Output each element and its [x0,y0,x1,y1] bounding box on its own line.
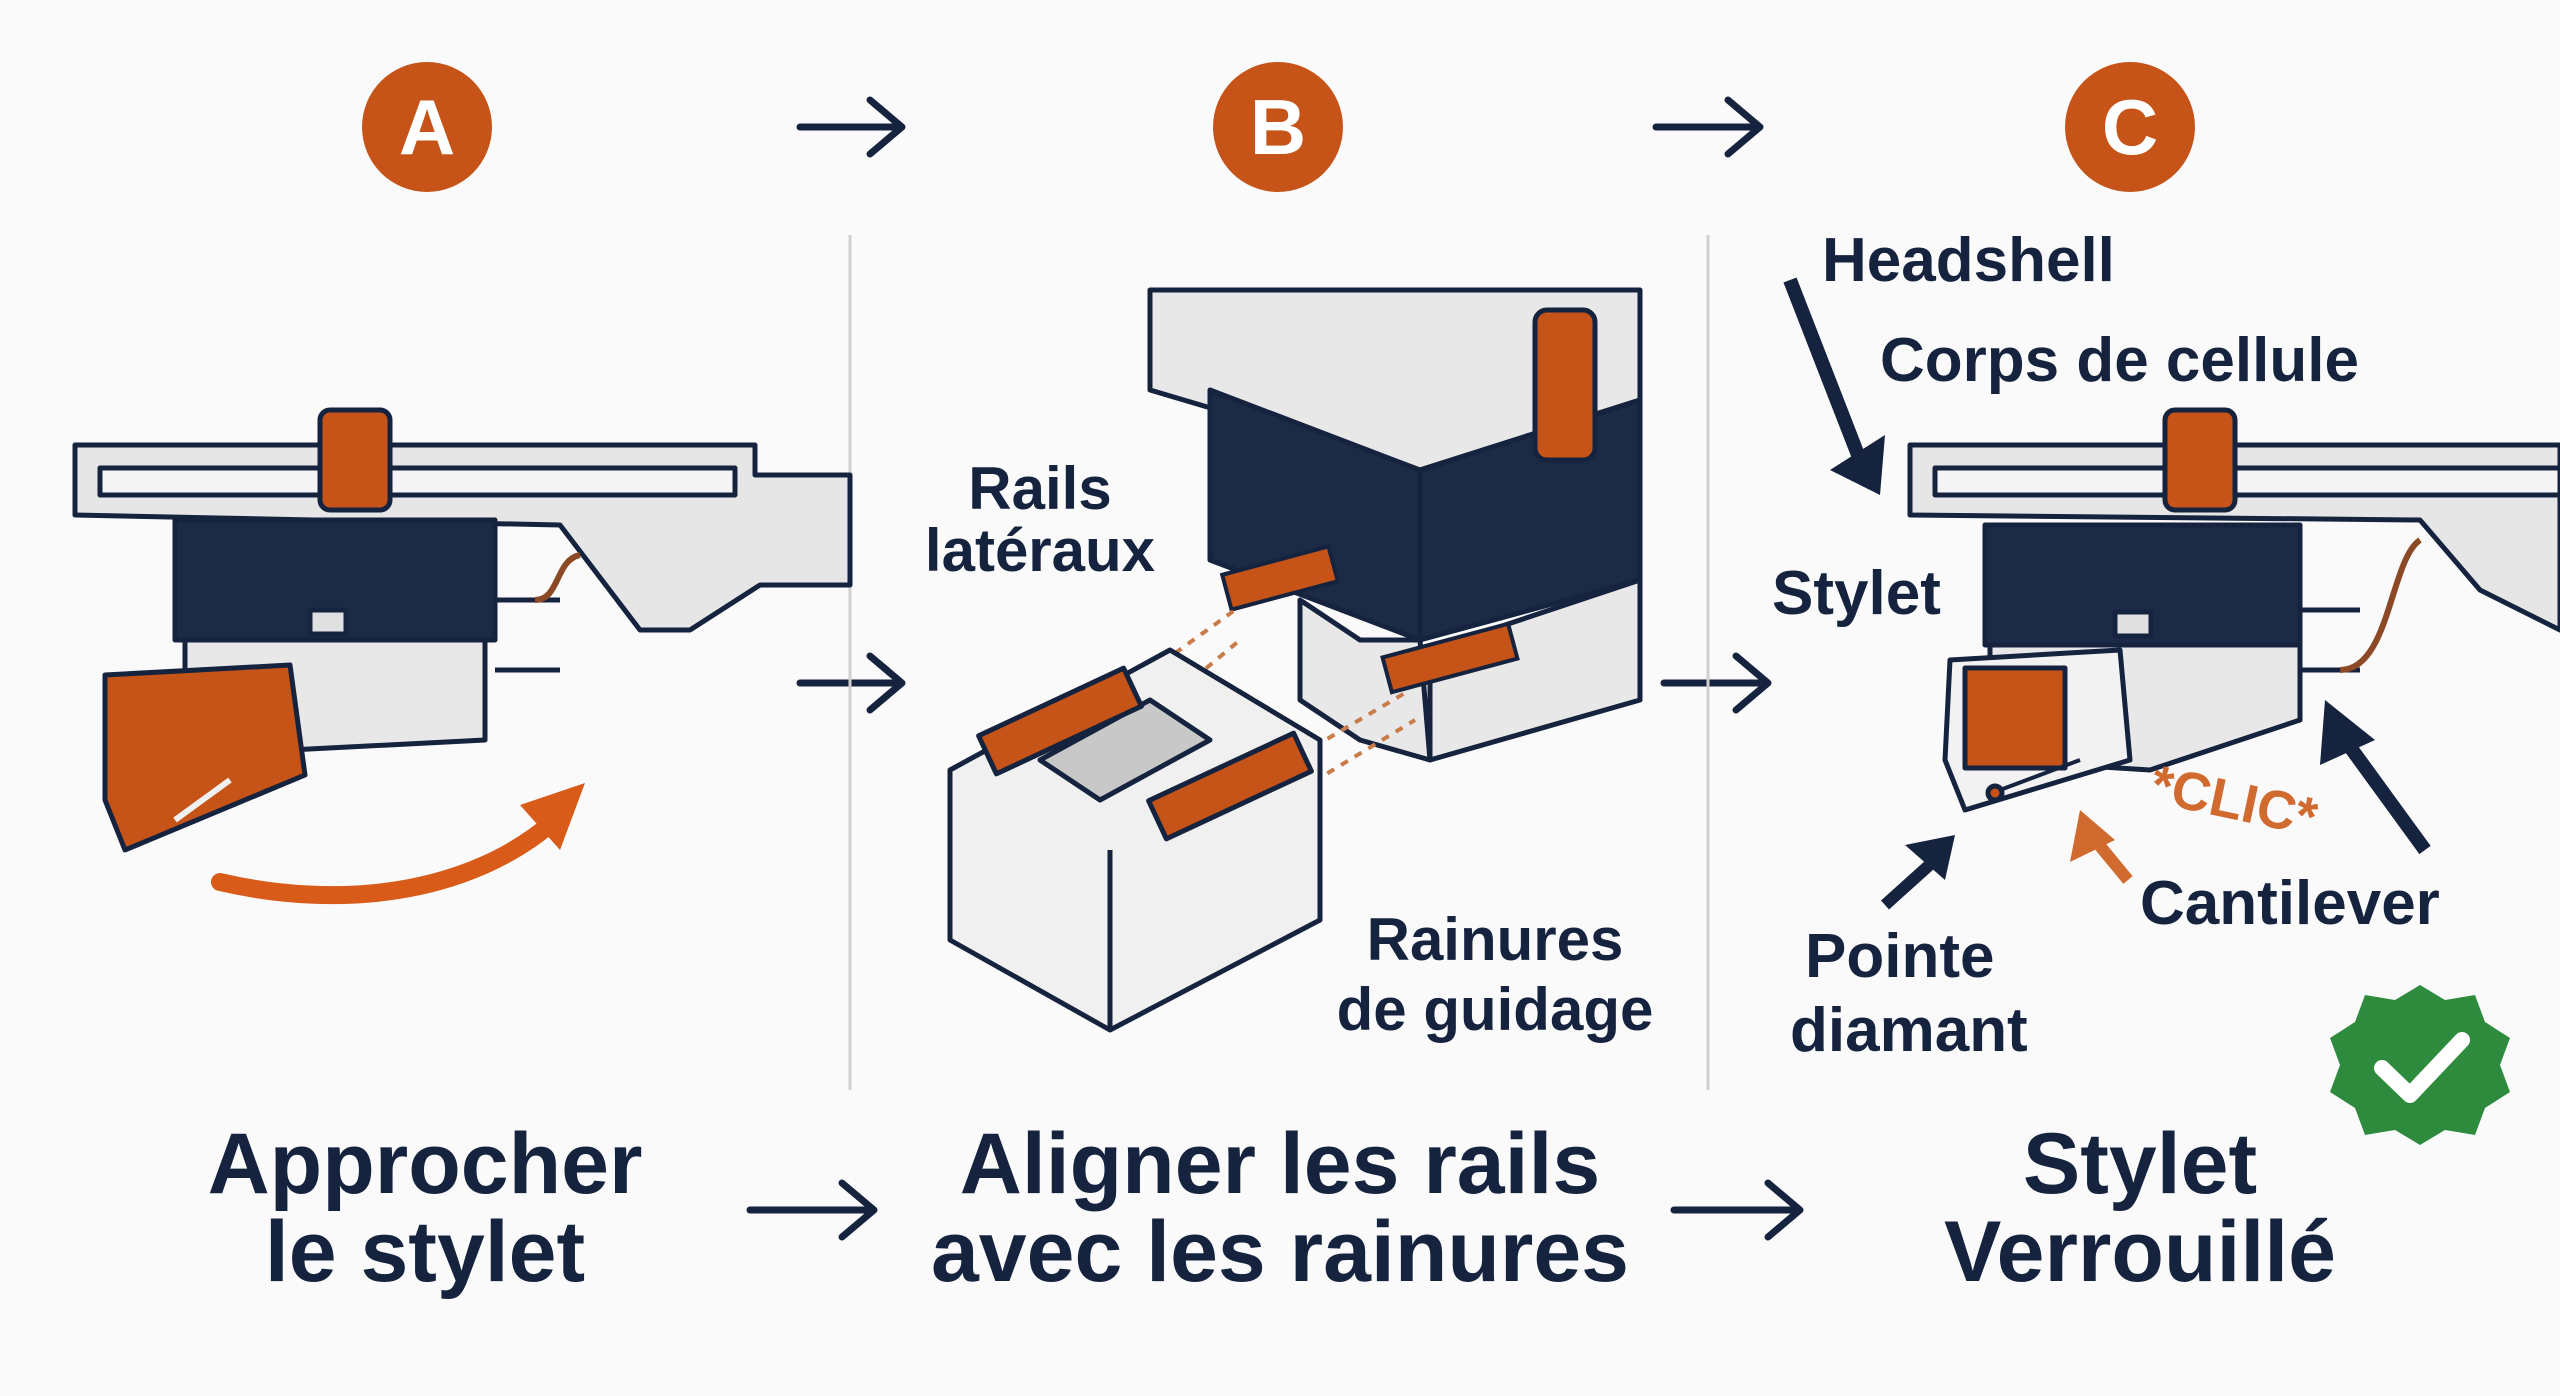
step-badge-a: A [362,62,492,192]
step-badge-c: C [2065,62,2195,192]
caption-step-a: Approcher le stylet [110,1120,740,1296]
panel-a-motion-arrowhead [520,783,585,850]
rails-label-line2: latéraux [924,517,1156,584]
step-arrow-mid-2 [1660,652,1772,714]
stylus-label: Stylet [1772,559,1941,628]
panel-c-stylus [1942,647,2133,813]
caption-step-b: Aligner les rails avec les rainures [880,1120,1680,1296]
diamond-label-line2: diamant [1790,996,2028,1065]
diamond-label-line1: Pointe [1805,922,1995,991]
panel-a-headshell [72,407,853,633]
panel-b-upper-rails [1219,543,1520,695]
grooves-label: Rainures de guidage [1295,905,1695,1045]
diamond-label: Pointe diamant [1790,920,2028,1068]
check-seal-icon [2330,985,2510,1145]
step-arrow-top-1 [796,96,906,158]
caption-step-c-line1: Stylet [2022,1116,2258,1212]
headshell-pointer-arrow [1783,277,1885,495]
diamond-pointer-arrow [1880,835,1955,910]
caption-step-c-line2: Verrouillé [1944,1204,2336,1300]
cantilever-label: Cantilever [2140,869,2440,938]
panel-a-stylus [102,662,308,853]
panel-c-headshell [1907,407,2560,633]
cantilever-pointer-arrow [2320,700,2431,855]
grooves-label-line2: de guidage [1336,976,1654,1043]
caption-step-b-line2: avec les rainures [930,1204,1630,1300]
step-arrow-bottom-2 [1670,1179,1804,1241]
step-badge-b: B [1213,62,1343,192]
rails-label: Rails latéraux [900,458,1180,582]
caption-step-b-line1: Aligner les rails [959,1116,1601,1212]
caption-step-a-line2: le stylet [264,1204,586,1300]
step-arrow-top-2 [1652,96,1764,158]
panel-b-stylus-block [947,647,1323,1033]
cartridge-body-label: Corps de cellule [1880,326,2359,395]
panel-a-motion-arrow [211,811,564,905]
clic-pointer-arrow [2070,810,2133,884]
step-arrow-bottom-1 [746,1179,878,1241]
grooves-label-line1: Rainures [1366,906,1624,973]
caption-step-a-line1: Approcher [207,1116,643,1212]
caption-step-c: Stylet Verrouillé [1820,1120,2460,1296]
headshell-label: Headshell [1822,226,2115,295]
rails-label-line1: Rails [968,455,1112,522]
